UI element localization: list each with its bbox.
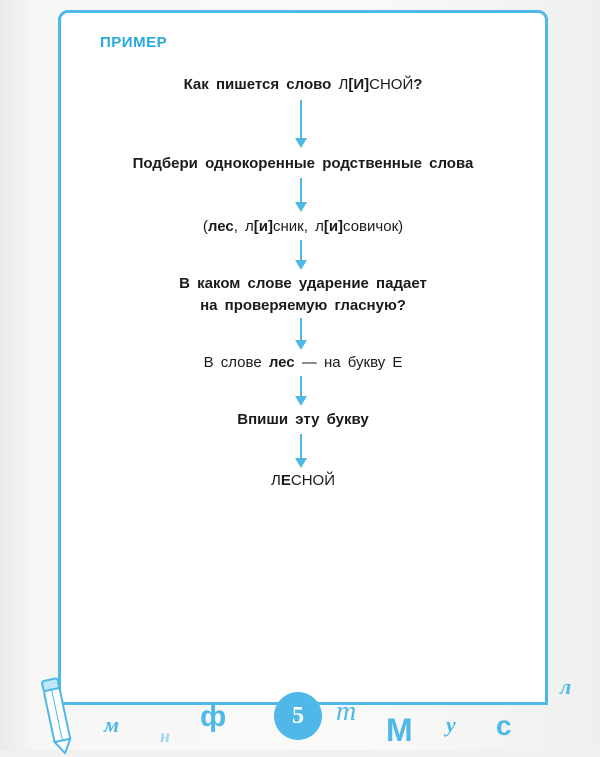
step-1-part-1: Как пишется слово — [183, 76, 339, 93]
step-6-part-1: Впиши эту букву — [237, 411, 369, 428]
step-1-part-5: ? — [413, 76, 423, 93]
step-3-part-4: [и] — [253, 218, 274, 235]
step-4-line-1: В каком слове ударение падает — [179, 275, 427, 292]
step-5-answer: В слове лес — на букву Е — [58, 352, 548, 374]
step-1-part-4: СНОЙ — [369, 76, 414, 93]
decor-letter: л — [560, 674, 572, 699]
step-7-part-2: Е — [280, 472, 291, 489]
step-1-question: Как пишется слово Л[И]СНОЙ? — [58, 74, 548, 96]
decor-letter: у — [446, 712, 456, 737]
down-arrow-icon — [295, 240, 307, 270]
step-4-question: В каком слове ударение падает на проверя… — [58, 273, 548, 317]
step-5-part-1: В слове — [203, 354, 269, 371]
decor-letter: с — [496, 710, 512, 741]
decor-letter: ф — [200, 700, 227, 733]
decor-letter: М — [386, 712, 413, 748]
step-3-part-5: сник, л — [273, 218, 324, 235]
step-5-part-3: — на букву Е — [294, 354, 403, 371]
down-arrow-icon — [295, 434, 307, 468]
down-arrow-icon — [295, 376, 307, 406]
step-3-part-6: [и] — [323, 218, 344, 235]
example-title: ПРИМЕР — [100, 34, 168, 51]
step-3-part-3: , л — [233, 218, 254, 235]
step-7-part-3: СНОЙ — [290, 472, 335, 489]
down-arrow-icon — [295, 100, 307, 148]
step-1-part-3: [И] — [348, 76, 370, 93]
decor-letter: н — [160, 726, 170, 746]
decor-letter: м — [104, 712, 120, 737]
step-5-part-2: лес — [268, 354, 295, 371]
pencil-icon — [41, 677, 72, 756]
step-3-part-1: ( — [202, 218, 208, 235]
content-frame — [58, 10, 548, 705]
down-arrow-icon — [295, 318, 307, 350]
step-6-instruction: Впиши эту букву — [58, 409, 548, 431]
page-number: 5 — [274, 692, 322, 740]
step-1-part-2: Л — [338, 76, 349, 93]
step-3-answer: (лес, л[и]сник, л[и]совичок) — [58, 216, 548, 238]
step-7-part-1: Л — [271, 472, 281, 489]
step-4-line-2: на проверяемую гласную? — [200, 297, 406, 314]
step-3-part-7: совичок) — [343, 218, 404, 235]
decor-letter: т — [336, 696, 357, 727]
step-2-instruction: Подбери однокоренные родственные слова — [58, 153, 548, 175]
step-3-part-2: лес — [207, 218, 234, 235]
down-arrow-icon — [295, 178, 307, 212]
step-2-part-1: Подбери однокоренные родственные слова — [132, 155, 474, 172]
step-7-answer: ЛЕСНОЙ — [58, 470, 548, 492]
